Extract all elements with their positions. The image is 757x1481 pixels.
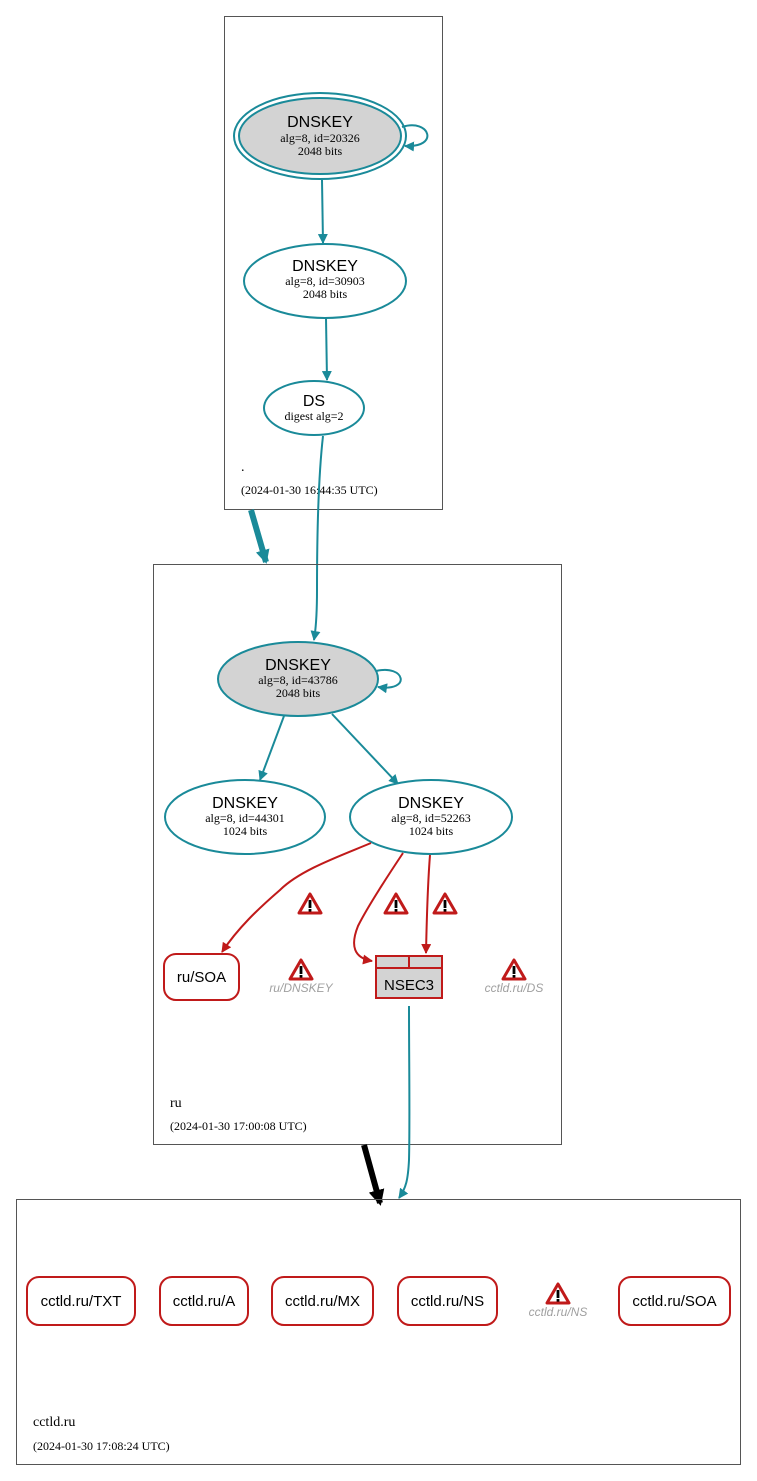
ru-nsec3-node[interactable]: NSEC3 <box>375 955 443 999</box>
zone-root: DNSKEY alg=8, id=20326 2048 bits DNSKEY … <box>224 16 443 510</box>
ru-ksk-self-edge <box>375 668 402 694</box>
cctld-a-label: cctld.ru/A <box>173 1293 236 1310</box>
warning-icon <box>297 892 323 915</box>
root-ds-node[interactable]: DS digest alg=2 <box>263 380 365 436</box>
edge-ru-ksk-zsk-b <box>331 713 399 785</box>
edge-zsk-b-nsec3-a <box>353 852 404 965</box>
root-zone-timestamp: (2024-01-30 16:44:35 UTC) <box>241 483 378 497</box>
warning-icon <box>545 1282 571 1305</box>
cctld-ns-label: cctld.ru/NS <box>411 1293 484 1310</box>
ru-zone-name: ru <box>170 1096 182 1111</box>
ru-ksk-info: alg=8, id=43786 <box>258 673 338 687</box>
root-ksk-size: 2048 bits <box>298 144 343 158</box>
cctld-ns-warning-label: cctld.ru/NS <box>529 1305 588 1319</box>
ru-zsk-a-size: 1024 bits <box>223 824 268 838</box>
ru-soa-label: ru/SOA <box>177 969 226 986</box>
zone-cctld-box <box>16 1199 741 1465</box>
root-ksk-self-edge <box>401 124 429 152</box>
cctld-a-node[interactable]: cctld.ru/A <box>159 1276 249 1326</box>
root-zone-name: . <box>241 460 245 475</box>
root-ds-title: DS <box>303 393 325 410</box>
ru-zsk-b-info: alg=8, id=52263 <box>391 811 471 825</box>
ru-ksk-node[interactable]: DNSKEY alg=8, id=43786 2048 bits <box>217 641 379 717</box>
ru-dnskey-warning-label: ru/DNSKEY <box>269 981 333 995</box>
edge-root-ksk-zsk <box>317 179 328 244</box>
ru-zsk-b-size: 1024 bits <box>409 824 454 838</box>
cctld-soa-node[interactable]: cctld.ru/SOA <box>618 1276 731 1326</box>
cctld-zone-timestamp: (2024-01-30 17:08:24 UTC) <box>33 1439 170 1453</box>
ru-zsk-a-info: alg=8, id=44301 <box>205 811 285 825</box>
ru-ksk-size: 2048 bits <box>276 686 321 700</box>
zone-ru: DNSKEY alg=8, id=43786 2048 bits DNSKEY … <box>153 564 562 1145</box>
warning-icon <box>432 892 458 915</box>
cctld-ns-warning[interactable]: cctld.ru/NS <box>529 1282 588 1319</box>
delegation-ru-cctld <box>361 1144 385 1206</box>
root-ksk-info: alg=8, id=20326 <box>280 131 360 145</box>
ru-zsk-b-node[interactable]: DNSKEY alg=8, id=52263 1024 bits <box>349 779 513 855</box>
cctld-mx-node[interactable]: cctld.ru/MX <box>271 1276 374 1326</box>
ru-ksk-title: DNSKEY <box>265 657 331 674</box>
edge-zsk-b-nsec3-b <box>421 854 432 954</box>
zone-cctld: cctld.ru/TXT cctld.ru/A cctld.ru/MX cctl… <box>16 1199 741 1465</box>
warning-icon <box>288 958 314 981</box>
ru-zsk-b-title: DNSKEY <box>398 795 464 812</box>
warning-icon <box>383 892 409 915</box>
ru-zone-timestamp: (2024-01-30 17:00:08 UTC) <box>170 1119 307 1133</box>
root-zsk-title: DNSKEY <box>292 258 358 275</box>
cctld-ns-node[interactable]: cctld.ru/NS <box>397 1276 498 1326</box>
cctld-zone-name: cctld.ru <box>33 1415 75 1430</box>
root-zsk-info: alg=8, id=30903 <box>285 274 365 288</box>
root-zsk-node[interactable]: DNSKEY alg=8, id=30903 2048 bits <box>243 243 407 319</box>
warning-icon <box>501 958 527 981</box>
ru-dnskey-warning[interactable]: ru/DNSKEY <box>269 958 334 995</box>
edge-root-ds-ru-ksk <box>310 435 324 641</box>
cctld-txt-label: cctld.ru/TXT <box>41 1293 122 1310</box>
root-zsk-size: 2048 bits <box>303 287 348 301</box>
cctld-ds-warning-label: cctld.ru/DS <box>485 981 544 995</box>
cctld-ds-warning[interactable]: cctld.ru/DS <box>485 958 544 995</box>
root-ds-info: digest alg=2 <box>284 409 343 423</box>
cctld-txt-node[interactable]: cctld.ru/TXT <box>26 1276 136 1326</box>
edge-root-zsk-ds <box>321 317 332 381</box>
delegation-root-ru <box>248 509 270 564</box>
cctld-mx-label: cctld.ru/MX <box>285 1293 360 1310</box>
ru-nsec3-label: NSEC3 <box>384 977 434 994</box>
cctld-soa-label: cctld.ru/SOA <box>632 1293 716 1310</box>
ru-soa-node[interactable]: ru/SOA <box>163 953 240 1001</box>
edge-zsk-b-soa <box>221 842 372 953</box>
ru-zsk-a-title: DNSKEY <box>212 795 278 812</box>
zone-root-box <box>224 16 443 510</box>
root-ksk-title: DNSKEY <box>287 114 353 131</box>
edge-ru-ksk-zsk-a <box>258 715 285 781</box>
root-ksk-node[interactable]: DNSKEY alg=8, id=20326 2048 bits <box>233 92 407 180</box>
zone-ru-box <box>153 564 562 1145</box>
ru-zsk-a-node[interactable]: DNSKEY alg=8, id=44301 1024 bits <box>164 779 326 855</box>
edge-nsec3-cctld <box>398 1005 411 1199</box>
